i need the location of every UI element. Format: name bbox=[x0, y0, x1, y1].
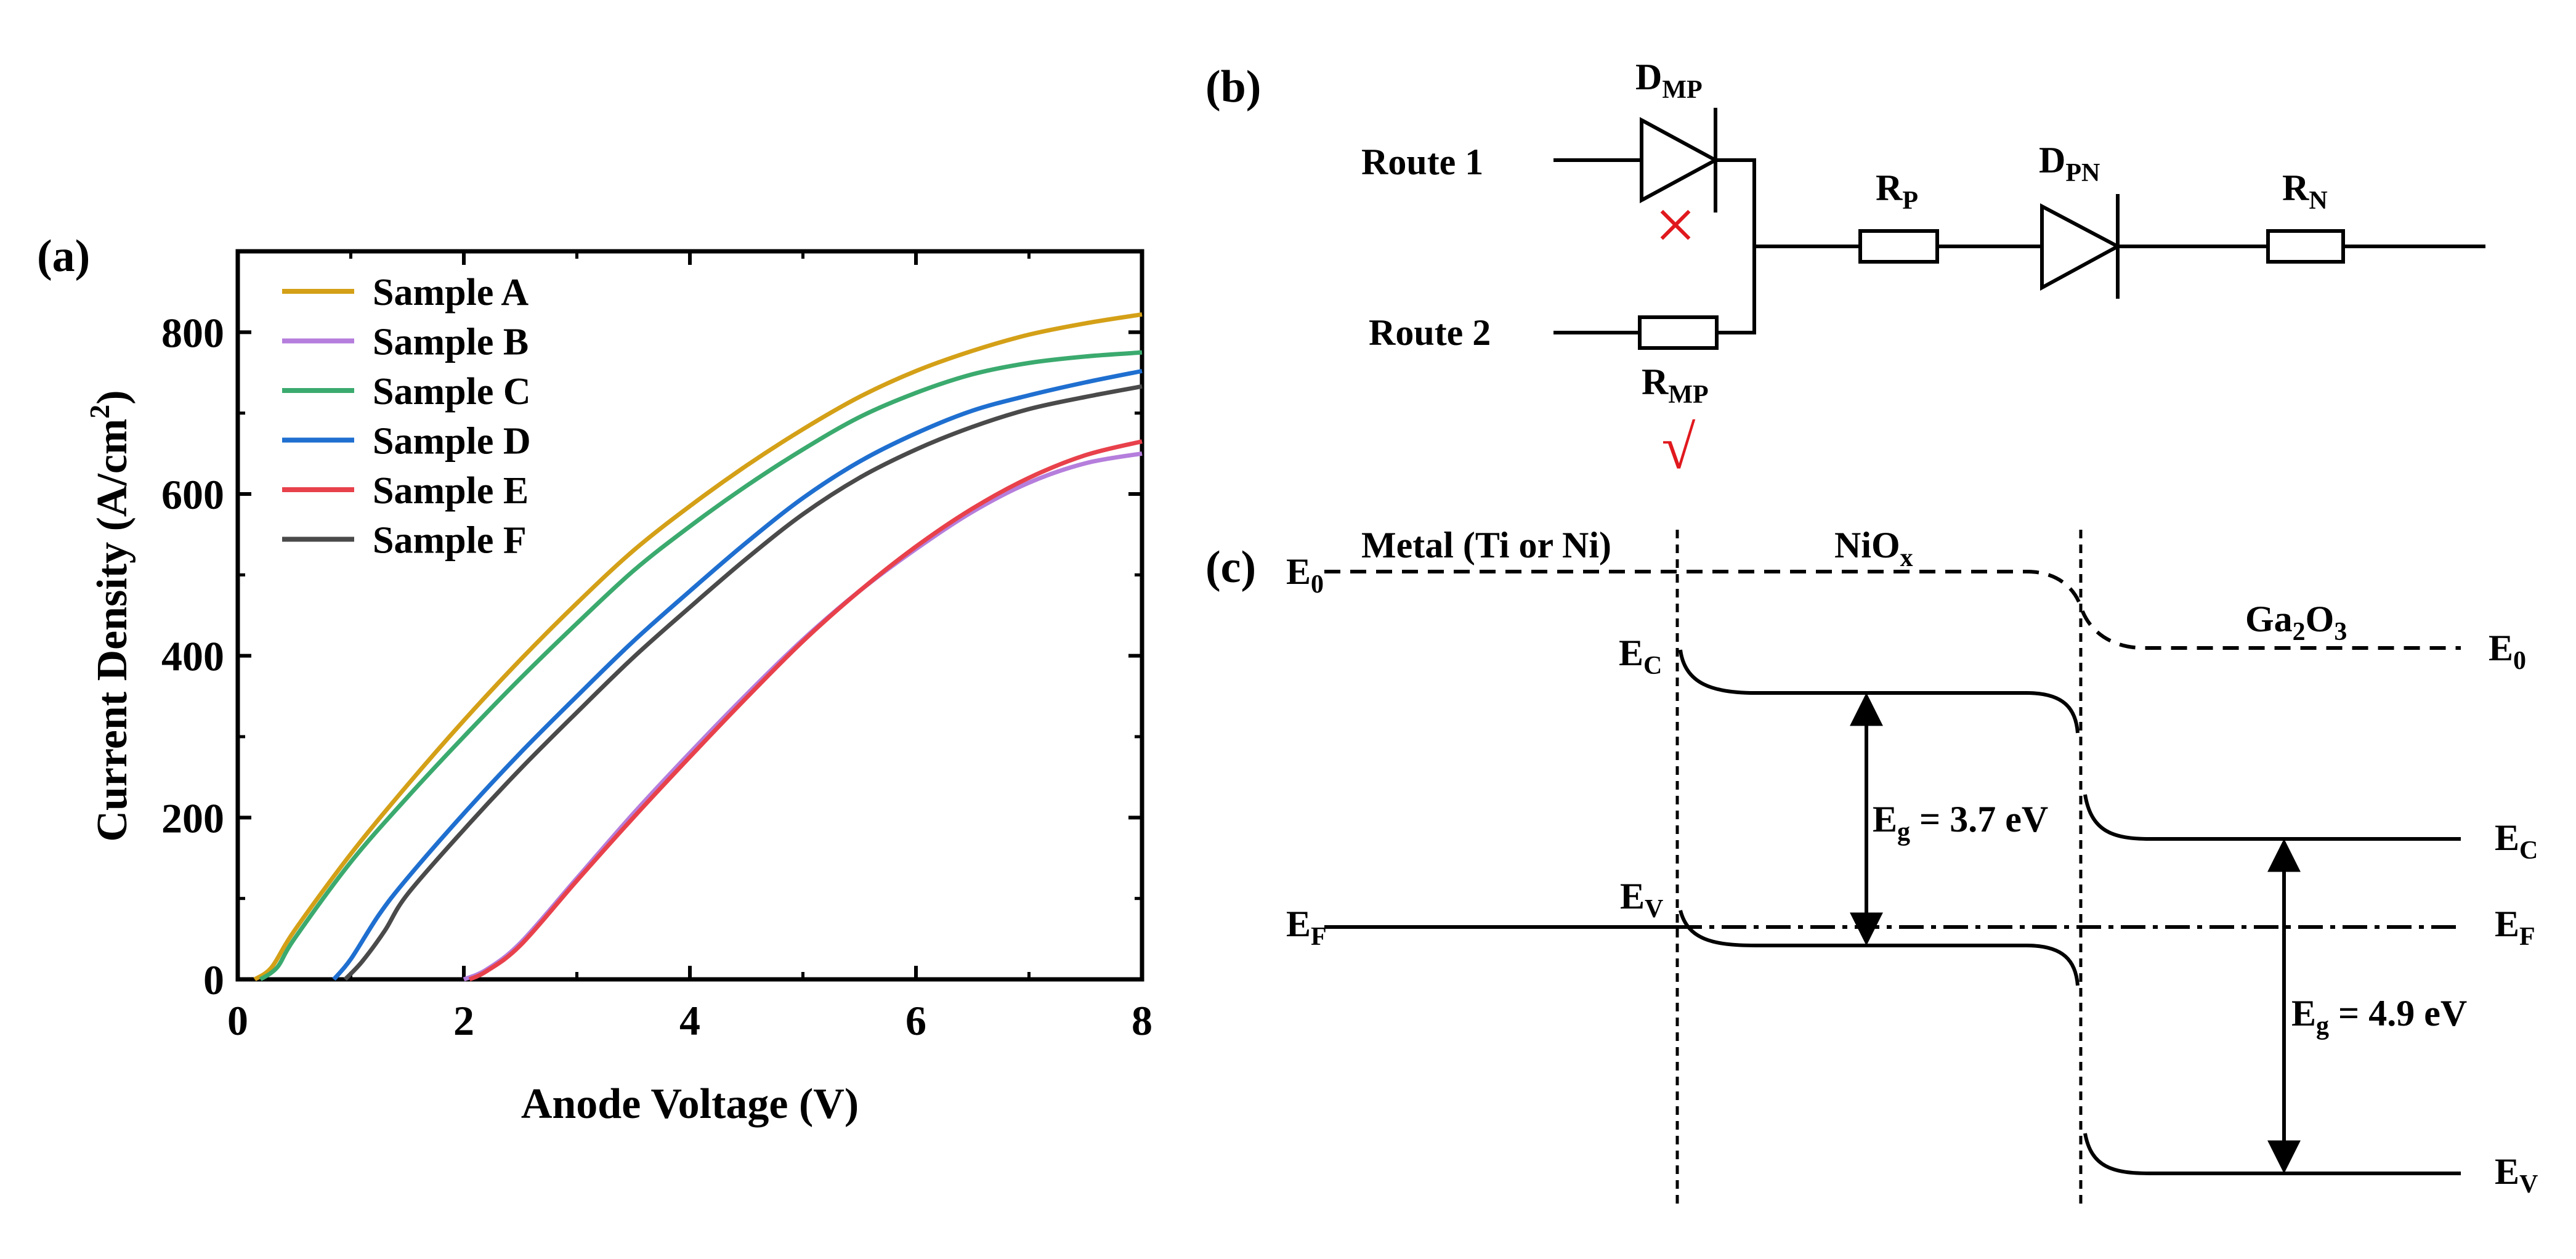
x-tick-label: 4 bbox=[679, 997, 700, 1044]
dmp-label: DMP bbox=[1635, 57, 1703, 104]
ef-right-label: EF bbox=[2495, 904, 2535, 951]
x-tick-label: 2 bbox=[453, 997, 474, 1044]
series-line-sample-b bbox=[463, 451, 1143, 982]
dpn-label: DPN bbox=[2039, 140, 2100, 187]
route1-cross-mark: × bbox=[1655, 184, 1696, 265]
rmp-label: RMP bbox=[1642, 362, 1709, 409]
rp-label: RP bbox=[1876, 168, 1918, 215]
nio-valence-band bbox=[1679, 910, 2080, 986]
panel-label-a: (a) bbox=[37, 231, 90, 281]
route2-check-mark: √ bbox=[1662, 413, 1696, 482]
panel-label-c: (c) bbox=[1205, 542, 1256, 593]
e0-left-label: E0 bbox=[1286, 551, 1324, 599]
legend: Sample A Sample B Sample C Sample D Sample E… bbox=[282, 272, 531, 562]
metal-label: Metal (Ti or Ni) bbox=[1361, 525, 1611, 565]
equivalent-circuit bbox=[1553, 108, 2485, 350]
x-axis-label: Anode Voltage (V) bbox=[521, 1080, 859, 1128]
resistor-rn bbox=[2266, 229, 2345, 264]
x-tick-label: 6 bbox=[905, 997, 926, 1044]
legend-label: Sample D bbox=[373, 421, 531, 463]
legend-label: Sample E bbox=[373, 470, 529, 512]
series-line-sample-d bbox=[332, 368, 1143, 981]
panel-label-b: (b) bbox=[1205, 62, 1261, 112]
series-line-sample-c bbox=[259, 350, 1143, 981]
route1-label: Route 1 bbox=[1361, 142, 1483, 182]
circuit-labels: (b) Route 1 Route 2 DMP RMP RP DPN RN × … bbox=[1205, 57, 2328, 482]
series-line-sample-e bbox=[468, 439, 1143, 982]
y-tick-label: 600 bbox=[161, 471, 224, 518]
y-tick-label: 200 bbox=[161, 795, 224, 841]
vacuum-level-line bbox=[1324, 570, 2461, 650]
y-tick-label: 800 bbox=[161, 309, 224, 356]
ga2o3-conduction-band bbox=[2083, 794, 2461, 841]
ec-nio-label: EC bbox=[1619, 633, 1662, 680]
series-line-sample-f bbox=[343, 384, 1143, 981]
ga2o3-valence-band bbox=[2083, 1133, 2461, 1175]
legend-label: Sample B bbox=[373, 322, 529, 363]
series-line-sample-a bbox=[253, 312, 1143, 981]
ga2o3-label: Ga2O3 bbox=[2245, 599, 2347, 646]
resistor-rmp bbox=[1638, 315, 1719, 350]
band-diagram bbox=[1324, 530, 2461, 1207]
rn-label: RN bbox=[2282, 168, 2328, 215]
ef-left-label: EF bbox=[1286, 904, 1327, 951]
e0-right-label: E0 bbox=[2489, 628, 2526, 675]
legend-label: Sample F bbox=[373, 520, 527, 562]
y-tick-label: 0 bbox=[203, 957, 224, 1003]
route2-label: Route 2 bbox=[1369, 312, 1491, 353]
ga2o3-bandgap-label: Eg = 4.9 eV bbox=[2291, 993, 2467, 1040]
x-tick-label: 8 bbox=[1132, 997, 1152, 1044]
resistor-rp bbox=[1858, 229, 1939, 264]
ec-ga2o3-label: EC bbox=[2495, 817, 2538, 865]
series-lines bbox=[253, 312, 1143, 982]
band-labels: (c) Metal (Ti or Ni) NiOx Ga2O3 E0 E0 EC… bbox=[1205, 525, 2538, 1199]
nio-bandgap-label: Eg = 3.7 eV bbox=[1873, 799, 2048, 846]
y-tick-label: 400 bbox=[161, 633, 224, 680]
legend-label: Sample C bbox=[373, 371, 531, 413]
diode-dmp bbox=[1640, 116, 1720, 204]
x-tick-label: 0 bbox=[227, 997, 248, 1044]
nio-label: NiOx bbox=[1834, 525, 1913, 572]
nio-conduction-band bbox=[1679, 649, 2080, 734]
diode-dpn bbox=[2040, 203, 2122, 291]
axis-ticks: 0 2 4 6 8 0 200 400 600 800 bbox=[161, 251, 1152, 1044]
ev-ga2o3-label: EV bbox=[2495, 1151, 2538, 1199]
ev-nio-label: EV bbox=[1620, 876, 1663, 923]
y-axis-label: Current Density (A/cm2) bbox=[84, 390, 136, 841]
legend-label: Sample A bbox=[373, 272, 529, 314]
